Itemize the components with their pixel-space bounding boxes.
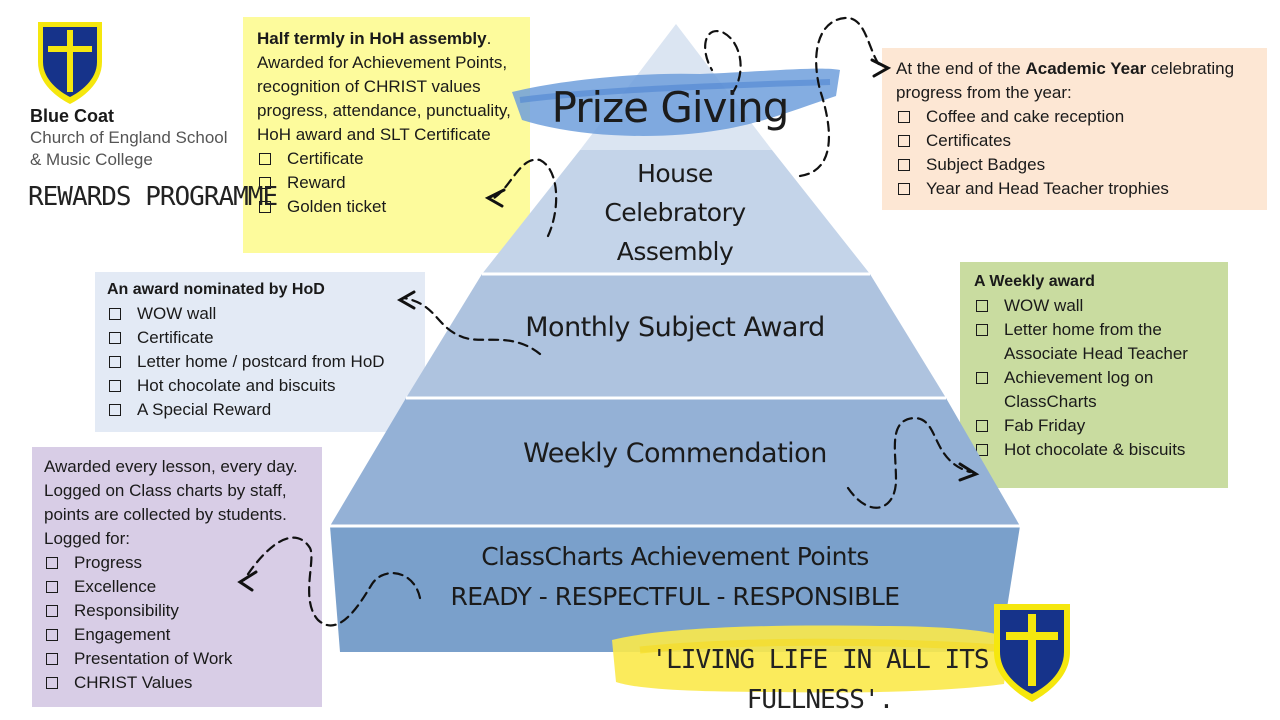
- checklist-item: Presentation of Work: [44, 647, 310, 671]
- house-assembly-box: Half termly in HoH assembly. Awarded for…: [243, 17, 530, 253]
- checklist-item: Letter home / postcard from HoD: [107, 350, 413, 374]
- tier-label-points: ClassCharts Achievement Points READY - R…: [450, 542, 900, 611]
- checklist-item: CHRIST Values: [44, 671, 310, 695]
- tier-label-prize-giving: Prize Giving: [551, 83, 790, 132]
- weekly-box-heading: A Weekly award: [974, 273, 1095, 290]
- points-body-line: Logged for:: [44, 529, 131, 548]
- prize-giving-box: At the end of the Academic Year celebrat…: [882, 48, 1267, 210]
- motto-text: 'LIVING LIFE IN ALL ITS FULLNESS'.: [651, 645, 989, 715]
- checklist-item: Reward: [257, 171, 516, 195]
- checklist-item: WOW wall: [107, 302, 413, 326]
- checklist-item: Hot chocolate & biscuits: [974, 438, 1214, 462]
- points-body-line: points are collected by students.: [44, 505, 287, 524]
- checklist-item: Year and Head Teacher trophies: [896, 177, 1253, 201]
- prize-box-intro: At the end of the Academic Year celebrat…: [896, 59, 1235, 102]
- checklist-item: Certificates: [896, 129, 1253, 153]
- checklist-item: WOW wall: [974, 294, 1214, 318]
- checklist-item: Engagement: [44, 623, 310, 647]
- checklist-item: Excellence: [44, 575, 310, 599]
- house-box-body: Awarded for Achievement Points, recognit…: [257, 53, 511, 144]
- arrow-prize-right: [798, 16, 882, 178]
- checklist-item: Letter home from the Associate Head Teac…: [974, 318, 1214, 366]
- rewards-programme-title: REWARDS PROGRAMME: [28, 182, 278, 212]
- checklist-item: Progress: [44, 551, 310, 575]
- achievement-points-box: Awarded every lesson, every day. Logged o…: [32, 447, 322, 707]
- checklist-item: Certificate: [107, 326, 413, 350]
- checklist-item: Golden ticket: [257, 195, 516, 219]
- checklist-item: Coffee and cake reception: [896, 105, 1253, 129]
- school-name: Blue Coat Church of England School & Mus…: [30, 106, 228, 171]
- checklist-item: Subject Badges: [896, 153, 1253, 177]
- checklist-item: Responsibility: [44, 599, 310, 623]
- points-box-body: Awarded every lesson, every day. Logged o…: [44, 455, 310, 551]
- checklist-item: A Special Reward: [107, 398, 413, 422]
- monthly-box-heading: An award nominated by HoD: [107, 281, 325, 298]
- tier-label-monthly: Monthly Subject Award: [525, 312, 825, 343]
- points-body-line: Logged on Class charts by staff,: [44, 481, 287, 500]
- shield-emblem-icon: [994, 604, 1070, 702]
- checklist-item: Certificate: [257, 147, 516, 171]
- checklist-item: Achievement log on ClassCharts: [974, 366, 1214, 414]
- school-title: Blue Coat: [30, 106, 115, 126]
- school-subtitle: Church of England School & Music College: [30, 128, 228, 169]
- house-box-heading: Half termly in HoH assembly: [257, 29, 487, 48]
- shield-logo-icon: [38, 22, 102, 104]
- tier-label-house: House Celebratory Assembly: [604, 159, 746, 266]
- tier-label-weekly: Weekly Commendation: [523, 438, 827, 469]
- points-body-line: Awarded every lesson, every day.: [44, 457, 298, 476]
- checklist-item: Fab Friday: [974, 414, 1214, 438]
- checklist-item: Hot chocolate and biscuits: [107, 374, 413, 398]
